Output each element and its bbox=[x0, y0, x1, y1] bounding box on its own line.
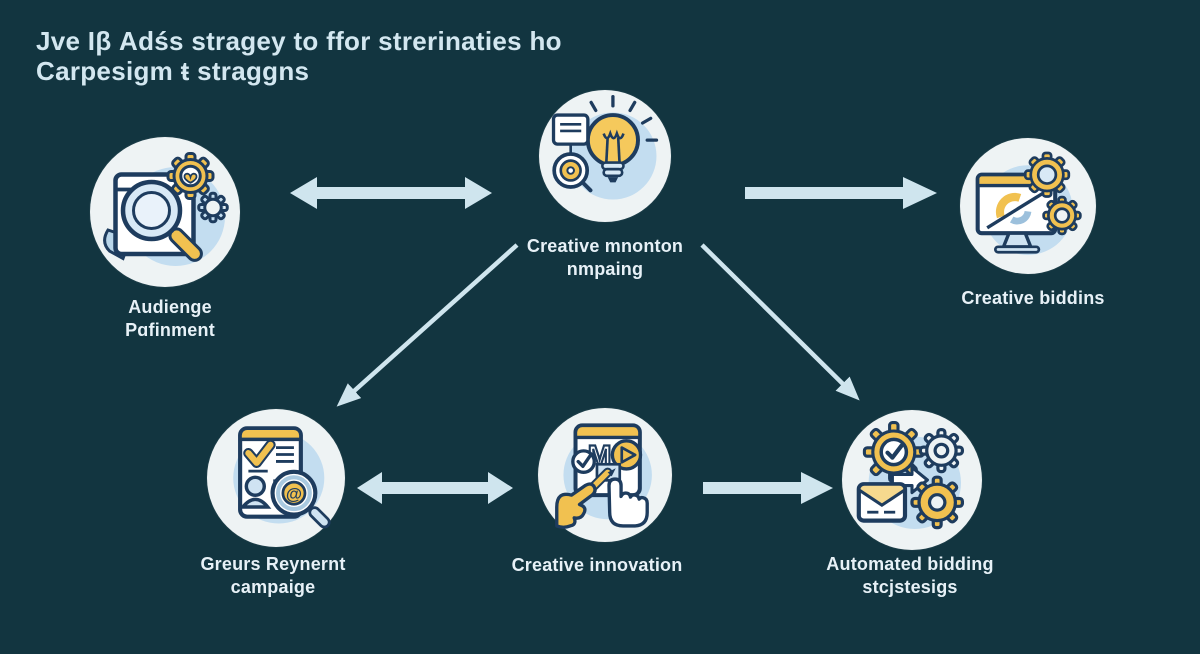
hand-holding-pencil bbox=[555, 482, 597, 529]
play-icon bbox=[620, 446, 637, 464]
gear-icon bbox=[1023, 151, 1071, 198]
node-audience-refinement bbox=[90, 137, 240, 287]
label-automated-bidding: Automated bidding stcjstesigs bbox=[826, 554, 994, 597]
title-block: Jve Iβ Adśs stragey to ffor strerinaties… bbox=[36, 26, 562, 86]
gear-icon bbox=[1042, 195, 1082, 236]
single-arrow-innovation-automated bbox=[703, 472, 833, 504]
heart-gear-icon bbox=[166, 152, 215, 200]
label-grants-payment-campaign: Greurs Reynernt campaige bbox=[200, 554, 346, 597]
monitor-gears-icon bbox=[975, 151, 1082, 255]
node-creative-monitoring bbox=[539, 90, 671, 222]
check-gear-icon bbox=[862, 421, 925, 483]
gears-envelope-check-icon bbox=[856, 421, 965, 530]
pointing-hand-icon bbox=[607, 477, 649, 528]
label-audience-refinement: Audienge Pɑfinment bbox=[125, 297, 215, 340]
gear-icon bbox=[910, 475, 965, 530]
lightbulb-idea-icon bbox=[551, 94, 659, 200]
label-creative-innovation: Creative innovation bbox=[511, 555, 683, 575]
at-symbol: @ bbox=[286, 484, 302, 503]
node-grants-payment-campaign: @ bbox=[207, 409, 345, 547]
title-line-1: Jve Iβ Adśs stragey to ffor strerinaties… bbox=[36, 26, 562, 56]
outline-gear-icon bbox=[918, 427, 965, 474]
document-at-magnifier-icon: @ bbox=[233, 426, 331, 529]
double-arrow-campaign-innovation bbox=[357, 472, 513, 504]
single-arrow-monitoring-bidding bbox=[745, 177, 937, 209]
diagonal-arrow-monitoring-campaign bbox=[336, 243, 519, 407]
diagonal-arrow-monitoring-automated bbox=[700, 243, 860, 401]
double-arrow-audience-monitoring bbox=[290, 177, 492, 209]
node-automated-bidding bbox=[842, 410, 982, 550]
label-creative-bidding: Creative biddins bbox=[961, 288, 1105, 308]
node-creative-bidding bbox=[960, 138, 1096, 274]
magnifier-browser-heart-gear-icon bbox=[103, 152, 229, 266]
label-creative-monitoring: Creative mnonton nmpaing bbox=[526, 236, 684, 279]
check-icon bbox=[576, 453, 592, 468]
title-line-2: Carpesigm ŧ straggns bbox=[36, 56, 310, 86]
node-creative-innovation: M bbox=[538, 408, 672, 542]
small-gear-icon bbox=[197, 191, 229, 224]
hand-drawing-tablet-icon: M bbox=[555, 423, 652, 529]
